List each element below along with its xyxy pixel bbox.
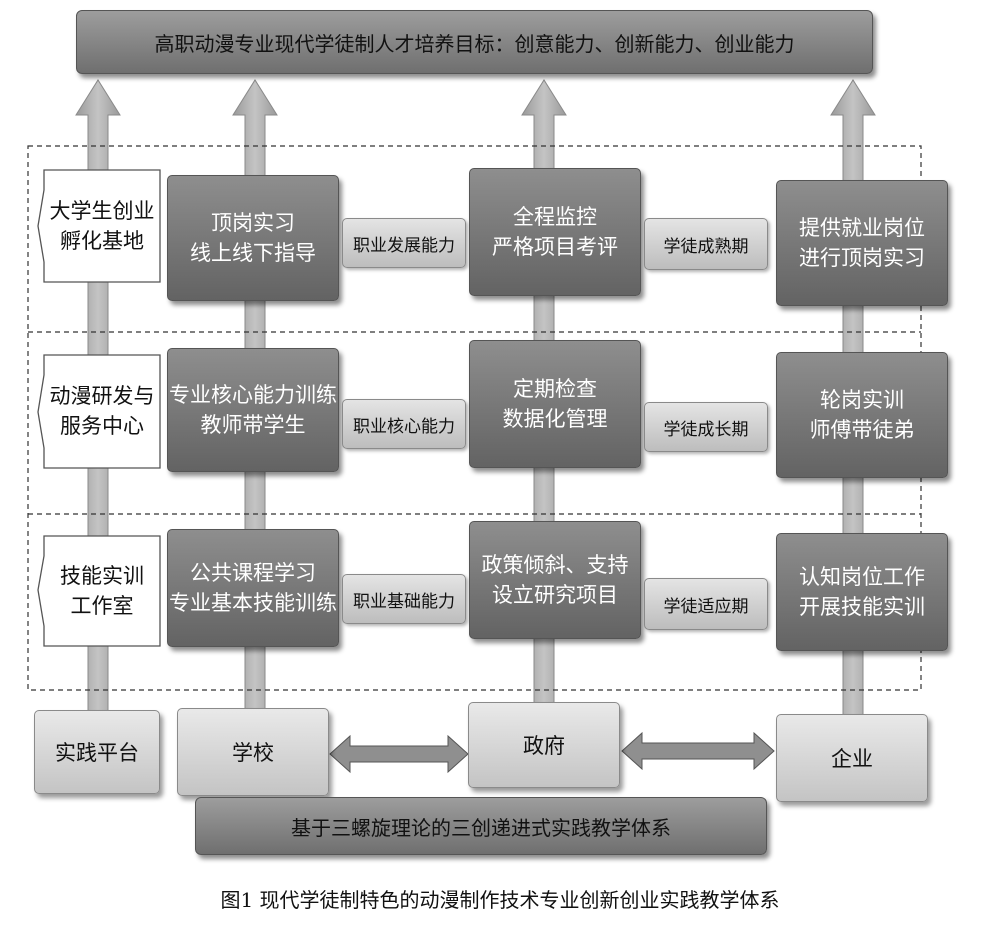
box-line: 全程监控	[513, 204, 597, 229]
platform-label-line: 孵化基地	[60, 229, 144, 253]
platform-label-line: 动漫研发与	[49, 383, 155, 408]
enterprise-box-middle: 轮岗实训 师傅带徒弟	[776, 352, 948, 478]
platform-studio: 技能实训 工作室	[46, 540, 158, 642]
actor-label: 企业	[831, 747, 873, 771]
box-line: 顶岗实习	[211, 210, 295, 235]
government-box-top: 全程监控 严格项目考评	[469, 168, 641, 296]
stage-label: 学徒成熟期	[663, 236, 749, 257]
platform-label-line: 大学生创业	[49, 198, 155, 223]
school-node: 学校	[177, 708, 329, 796]
double-arrow-government-enterprise	[621, 731, 775, 771]
goal-banner: 高职动漫专业现代学徒制人才培养目标：创意能力、创新能力、创业能力	[76, 10, 873, 74]
figure-caption: 图1 现代学徒制特色的动漫制作技术专业创新创业实践教学体系	[220, 888, 780, 912]
box-line: 设立研究项目	[492, 583, 618, 607]
government-node: 政府	[468, 702, 620, 788]
ability-label: 职业发展能力	[353, 235, 455, 256]
box-line: 教师带学生	[200, 413, 306, 437]
box-line: 专业基本技能训练	[169, 591, 337, 615]
platform-card-shape-1	[37, 169, 161, 283]
box-line: 进行顶岗实习	[799, 246, 925, 270]
goal-text: 高职动漫专业现代学徒制人才培养目标：创意能力、创新能力、创业能力	[154, 31, 795, 56]
box-line: 专业核心能力训练	[169, 382, 337, 407]
school-box-middle: 专业核心能力训练 教师带学生	[167, 348, 339, 472]
actor-label: 学校	[232, 741, 274, 765]
ability-core: 职业核心能力	[342, 399, 466, 449]
box-line: 提供就业岗位	[799, 215, 925, 240]
ability-label: 职业基础能力	[353, 591, 455, 612]
ability-career-development: 职业发展能力	[342, 218, 466, 268]
box-line: 严格项目考评	[492, 235, 618, 259]
box-line: 定期检查	[513, 376, 597, 401]
actor-label: 政府	[523, 734, 565, 758]
platform-card-shape-2	[37, 354, 161, 469]
platform-rd-center: 动漫研发与 服务中心	[46, 359, 158, 463]
practice-platform-node: 实践平台	[34, 710, 160, 794]
base-text: 基于三螺旋理论的三创递进式实践教学体系	[291, 815, 671, 840]
platform-card-shape-3	[37, 535, 161, 647]
enterprise-node: 企业	[776, 714, 928, 802]
stage-label: 学徒适应期	[663, 596, 749, 617]
platform-label-line: 工作室	[70, 594, 134, 618]
enterprise-box-top: 提供就业岗位 进行顶岗实习	[776, 180, 948, 306]
box-line: 线上线下指导	[190, 241, 316, 265]
platform-cards	[37, 169, 161, 647]
box-line: 数据化管理	[502, 407, 608, 431]
government-box-bottom: 政策倾斜、支持 设立研究项目	[469, 521, 641, 639]
enterprise-box-bottom: 认知岗位工作 开展技能实训	[776, 533, 948, 651]
base-banner: 基于三螺旋理论的三创递进式实践教学体系	[195, 797, 767, 855]
double-arrow-school-government	[329, 734, 469, 774]
stage-growth: 学徒成长期	[644, 402, 768, 452]
ability-label: 职业核心能力	[353, 416, 455, 437]
school-box-bottom: 公共课程学习 专业基本技能训练	[167, 529, 339, 647]
box-line: 师傅带徒弟	[809, 418, 915, 442]
platform-label-line: 技能实训	[60, 563, 144, 588]
actor-label: 实践平台	[55, 741, 139, 765]
box-line: 轮岗实训	[820, 387, 904, 412]
box-line: 公共课程学习	[190, 560, 316, 585]
stage-mature: 学徒成熟期	[644, 218, 768, 270]
stage-label: 学徒成长期	[663, 419, 749, 440]
platform-incubator: 大学生创业 孵化基地	[46, 174, 158, 278]
school-box-top: 顶岗实习 线上线下指导	[167, 175, 339, 301]
government-box-middle: 定期检查 数据化管理	[469, 340, 641, 468]
stage-adaptation: 学徒适应期	[644, 578, 768, 630]
platform-label-line: 服务中心	[60, 414, 144, 438]
box-line: 认知岗位工作	[799, 564, 925, 589]
box-line: 政策倾斜、支持	[481, 552, 629, 577]
box-line: 开展技能实训	[799, 595, 925, 619]
ability-basic: 职业基础能力	[342, 574, 466, 624]
